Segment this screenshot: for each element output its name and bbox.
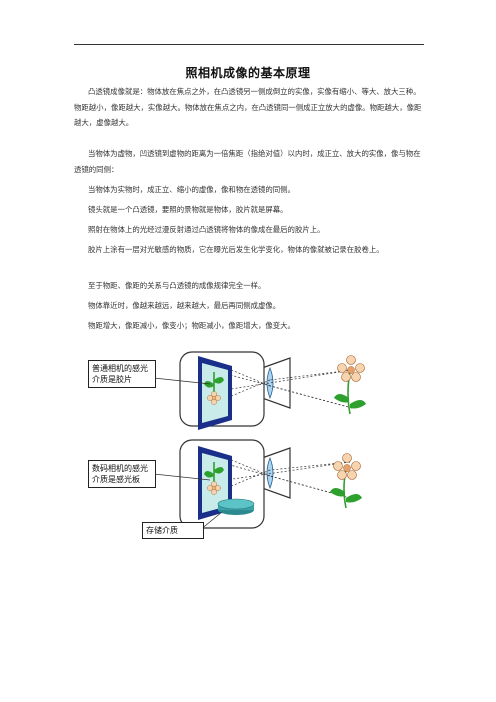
film-medium-label: 普通相机的感光介质是胶片 [88, 360, 156, 388]
lens-barrel [261, 357, 291, 409]
paragraph-light-path: 照射在物体上的光经过漫反射通过凸透镜将物体的像成在最后的胶片上。 [88, 225, 325, 234]
film-camera [153, 351, 366, 430]
inverted-flower-icon [204, 462, 224, 495]
lens-barrel [261, 447, 291, 499]
flower-icon [330, 453, 362, 509]
paragraph-lens-object: 镜头就是一个凸透镜，要照的景物就是物体，胶片就是屏幕。 [88, 205, 288, 214]
label-pointer [153, 377, 211, 385]
paragraph-convex-lens: 凸透镜成像就是：物体放在焦点之外，在凸透镜另一侧成倒立的实像，实像有缩小、等大、… [74, 87, 422, 127]
sensor-medium-label: 数码相机的感光介质是感光板 [88, 460, 156, 488]
paragraph-object-near: 物体靠近时，像越来越远，越来越大，最后再同侧成虚像。 [88, 301, 281, 310]
storage-medium-label: 存储介质 [142, 522, 204, 539]
paragraph-imaging-rule: 至于物距、像距的关系与凸透镜的成像规律完全一样。 [88, 281, 266, 290]
paragraph-concave-virtual: 当物体为虚物，凹透镜到虚物的距离为一倍焦距（指绝对值）以内时，成正立、放大的实像… [74, 149, 421, 174]
page-title: 照相机成像的基本原理 [185, 66, 311, 80]
inverted-flower-icon [204, 372, 224, 405]
convex-lens [266, 366, 274, 400]
flower-icon [334, 355, 366, 415]
digital-camera [153, 439, 362, 531]
convex-lens [266, 456, 274, 490]
label-pointer [153, 473, 211, 481]
paragraph-film-chemistry: 胶片上涂有一层对光敏感的物质，它在曝光后发生化学变化，物体的像就被记录在胶卷上。 [88, 245, 384, 254]
paragraph-concave-real: 当物体为实物时，成正立、缩小的虚像，像和物在透镜的同侧。 [88, 185, 295, 194]
storage-disk-icon [217, 498, 255, 515]
paragraph-object-distance: 物距增大，像距减小，像变小；物距减小，像距增大，像变大。 [88, 321, 295, 330]
header-rule [74, 44, 424, 45]
